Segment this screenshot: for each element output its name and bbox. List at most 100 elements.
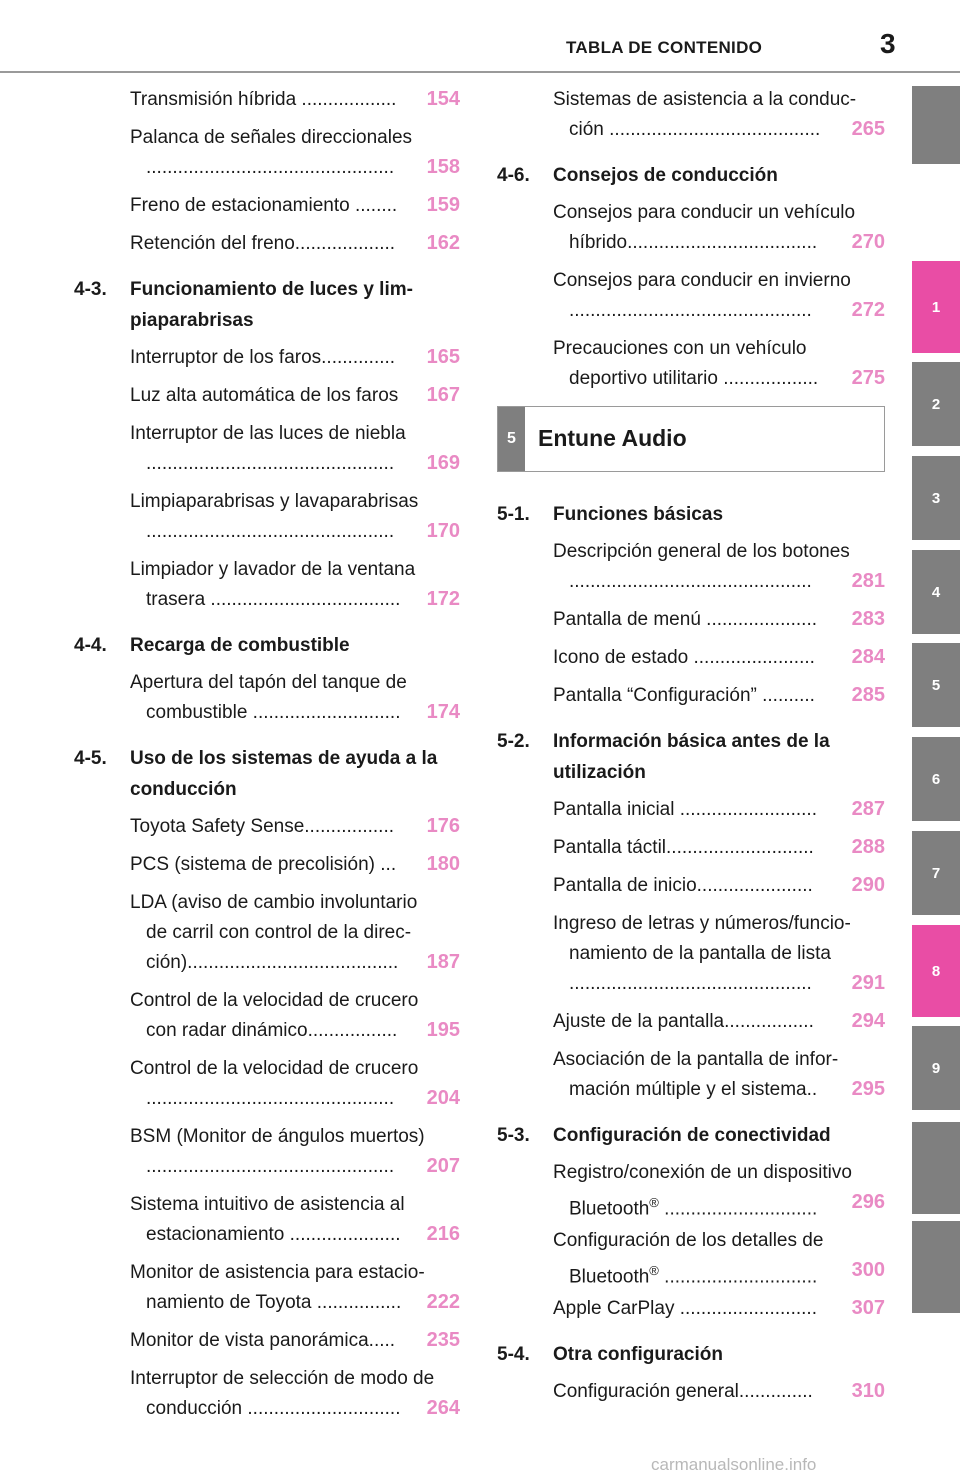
chapter-tab-label: 7	[931, 864, 941, 882]
section-title: utilización	[553, 762, 646, 783]
toc-entry-text: conducción .............................	[146, 1398, 401, 1419]
toc-entry-text: Interruptor de selección de modo de	[130, 1368, 435, 1389]
toc-entry-text: con radar dinámico.................	[146, 1020, 398, 1041]
toc-entry-text: Apertura del tapón del tanque de	[130, 672, 407, 693]
toc-entry-text: Configuración general..............	[553, 1381, 813, 1402]
toc-entry-text: namiento de Toyota ................	[146, 1292, 402, 1313]
toc-page-link[interactable]: 287	[851, 798, 885, 820]
toc-entry-text: Icono de estado .......................	[553, 647, 815, 668]
toc-page-link[interactable]: 170	[426, 520, 460, 542]
toc-entry-text: ........................................…	[146, 521, 395, 542]
chapter-tab-9[interactable]: 9	[912, 1026, 960, 1110]
toc-page-link[interactable]: 180	[426, 853, 460, 875]
section-title: Uso de los sistemas de ayuda a la	[130, 748, 438, 769]
toc-page-link[interactable]: 222	[426, 1291, 460, 1313]
toc-page-link[interactable]: 167	[426, 384, 460, 406]
chapter-tab-4[interactable]: 4	[912, 550, 960, 634]
toc-entry-text: híbrido.................................…	[569, 232, 818, 253]
toc-entry-text: Pantalla táctil.........................…	[553, 837, 814, 858]
toc-entry-text: Monitor de vista panorámica.....	[130, 1330, 396, 1351]
toc-entry-text: de carril con control de la direc-	[146, 922, 412, 943]
toc-entry-text: Palanca de señales direccionales	[130, 127, 413, 148]
chapter-tab-2[interactable]: 2	[912, 362, 960, 446]
toc-entry-text: Pantalla de menú .....................	[553, 609, 818, 630]
toc-entry-text: ........................................…	[146, 1156, 395, 1177]
section-number: 5-3.	[497, 1125, 530, 1146]
toc-entry-text: Consejos para conducir en invierno	[553, 270, 851, 291]
chapter-tab-3[interactable]: 3	[912, 456, 960, 540]
toc-page-link[interactable]: 162	[426, 232, 460, 254]
toc-page-link[interactable]: 281	[851, 570, 885, 592]
toc-entry-text: Configuración de los detalles de	[553, 1230, 824, 1251]
toc-page-link[interactable]: 307	[851, 1297, 885, 1319]
toc-page-link[interactable]: 172	[426, 588, 460, 610]
toc-page-link[interactable]: 270	[851, 231, 885, 253]
toc-page-link[interactable]: 296	[851, 1191, 885, 1213]
toc-page-link[interactable]: 176	[426, 815, 460, 837]
chapter-tab-1[interactable]: 1	[912, 261, 960, 353]
toc-page-link[interactable]: 265	[851, 118, 885, 140]
toc-page-link[interactable]: 169	[426, 452, 460, 474]
toc-page-link[interactable]: 300	[851, 1259, 885, 1281]
chapter-tab-label: 2	[931, 395, 941, 413]
toc-page-link[interactable]: 295	[851, 1078, 885, 1100]
toc-page-link[interactable]: 187	[426, 951, 460, 973]
toc-entry-text: Toyota Safety Sense.................	[130, 816, 395, 837]
toc-page-link[interactable]: 159	[426, 194, 460, 216]
chapter-tab-blank[interactable]	[912, 1122, 960, 1214]
toc-page-link[interactable]: 154	[426, 88, 460, 110]
toc-page-link[interactable]: 288	[851, 836, 885, 858]
toc-page-link[interactable]: 285	[851, 684, 885, 706]
section-title: Información básica antes de la	[553, 731, 830, 752]
toc-page-link[interactable]: 174	[426, 701, 460, 723]
toc-page-link[interactable]: 195	[426, 1019, 460, 1041]
chapter-tab-7[interactable]: 7	[912, 831, 960, 915]
toc-page-link[interactable]: 290	[851, 874, 885, 896]
toc-page-link[interactable]: 284	[851, 646, 885, 668]
toc-page-link[interactable]: 283	[851, 608, 885, 630]
chapter-tab-6[interactable]: 6	[912, 737, 960, 821]
toc-page-link[interactable]: 272	[851, 299, 885, 321]
chapter-number: 5	[498, 407, 525, 471]
toc-entry-text: Consejos para conducir un vehículo	[553, 202, 856, 223]
chapter-tab-8[interactable]: 8	[912, 925, 960, 1017]
toc-page-link[interactable]: 207	[426, 1155, 460, 1177]
toc-page-link[interactable]: 235	[426, 1329, 460, 1351]
section-title: Consejos de conducción	[553, 165, 778, 186]
toc-page-link[interactable]: 216	[426, 1223, 460, 1245]
toc-entry-text: Pantalla inicial .......................…	[553, 799, 817, 820]
toc-page-link[interactable]: 310	[851, 1380, 885, 1402]
section-title: piaparabrisas	[130, 310, 254, 331]
toc-page-link[interactable]: 294	[851, 1010, 885, 1032]
chapter-tab-label: 4	[931, 583, 941, 601]
toc-entry-text: Control de la velocidad de crucero	[130, 1058, 419, 1079]
toc-page-link[interactable]: 275	[851, 367, 885, 389]
toc-entry-text: Control de la velocidad de crucero	[130, 990, 419, 1011]
toc-page-link[interactable]: 165	[426, 346, 460, 368]
chapter-tab-blank[interactable]	[912, 1221, 960, 1313]
toc-entry-text: Asociación de la pantalla de infor-	[553, 1049, 839, 1070]
toc-entry-text: Retención del freno...................	[130, 233, 396, 254]
toc-entry-text: ........................................…	[569, 973, 812, 994]
page-title: TABLA DE CONTENIDO	[566, 38, 763, 57]
section-title: Configuración de conectividad	[553, 1125, 831, 1146]
toc-page-link[interactable]: 264	[426, 1397, 460, 1419]
chapter-heading[interactable]: 5 Entune Audio	[497, 406, 885, 472]
toc-page-link[interactable]: 291	[851, 972, 885, 994]
page-number: 3	[880, 28, 896, 59]
section-number: 5-1.	[497, 504, 530, 525]
toc-page-link[interactable]: 158	[426, 156, 460, 178]
section-number: 4-6.	[497, 165, 530, 186]
chapter-tab-5[interactable]: 5	[912, 643, 960, 727]
section-number: 5-4.	[497, 1344, 530, 1365]
toc-entry-text: ........................................…	[569, 571, 812, 592]
section-number: 4-5.	[74, 748, 107, 769]
toc-entry-text: Registro/conexión de un dispositivo	[553, 1162, 852, 1183]
toc-entry-text: Limpiaparabrisas y lavaparabrisas	[130, 491, 419, 512]
section-number: 5-2.	[497, 731, 530, 752]
chapter-tab-blank[interactable]	[912, 86, 960, 164]
toc-page-link[interactable]: 204	[426, 1087, 460, 1109]
toc-entry-text: Sistemas de asistencia a la conduc-	[553, 89, 857, 110]
toc-entry-text: ........................................…	[146, 157, 395, 178]
toc-entry-text: estacionamiento .....................	[146, 1224, 401, 1245]
